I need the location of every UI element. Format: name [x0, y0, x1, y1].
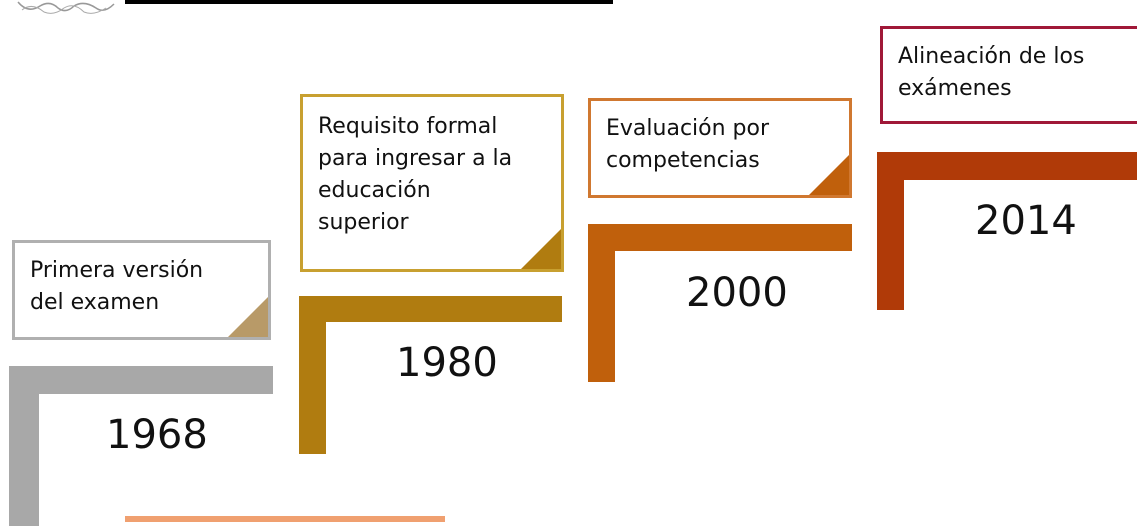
milestone-box: Primera versión del examen: [12, 240, 271, 340]
milestone-box: Evaluación por competencias: [588, 98, 852, 198]
milestone-text-line: Primera versión: [30, 258, 204, 283]
step-bracket-vertical: [299, 296, 326, 454]
step-bracket-horizontal: [9, 366, 273, 394]
milestone-text-line: superior: [318, 210, 409, 235]
milestone-text-line: competencias: [606, 148, 760, 173]
milestone-text-line: para ingresar a la: [318, 146, 513, 171]
step-bracket-vertical: [9, 366, 39, 526]
year-label: 1980: [396, 340, 498, 386]
ornamental-logo-icon: [0, 0, 122, 16]
folded-corner-icon: [521, 229, 561, 269]
folded-corner-icon: [228, 297, 268, 337]
year-label: 2014: [975, 198, 1077, 244]
milestone-text-line: exámenes: [898, 76, 1012, 101]
milestone-text-line: Requisito formal: [318, 114, 498, 139]
step-bracket-horizontal: [299, 296, 562, 322]
milestone-text-line: Alineación de los: [898, 44, 1085, 69]
step-bracket-horizontal: [588, 224, 852, 251]
milestone-box: Alineación de los exámenes: [880, 26, 1137, 124]
milestone-box: Requisito formal para ingresar a la educ…: [300, 94, 564, 272]
title-underline: [125, 0, 613, 4]
milestone-text-line: del examen: [30, 290, 160, 315]
step-bracket-horizontal: [877, 152, 1137, 180]
step-bracket-vertical: [877, 152, 904, 310]
milestone-text-line: educación: [318, 178, 431, 203]
folded-corner-icon: [809, 155, 849, 195]
year-label: 1968: [106, 412, 208, 458]
footer-accent-bar: [125, 516, 445, 522]
year-label: 2000: [686, 270, 788, 316]
step-bracket-vertical: [588, 224, 615, 382]
milestone-text-line: Evaluación por: [606, 116, 770, 141]
